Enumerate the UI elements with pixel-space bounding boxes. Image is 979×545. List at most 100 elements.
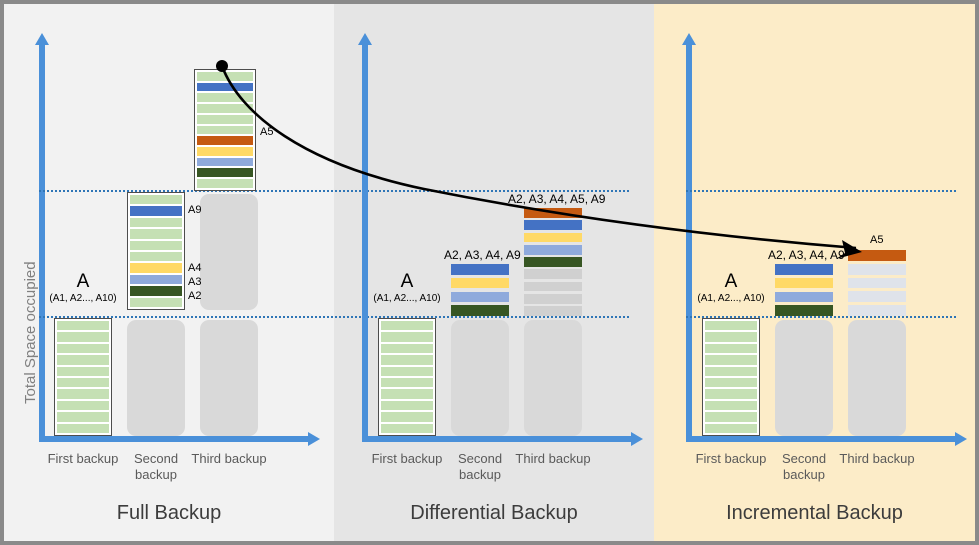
stack-segment-green bbox=[705, 355, 757, 365]
stack-segment-green bbox=[705, 332, 757, 342]
stack-segment-lgray bbox=[848, 277, 906, 289]
ghost-column bbox=[451, 320, 509, 436]
segment-label-a3: A3 bbox=[188, 276, 202, 288]
stack-segment-green bbox=[197, 93, 253, 103]
tick-label-first-backup: First backup bbox=[371, 451, 443, 466]
stack-segment-lgray bbox=[848, 263, 906, 275]
ghost-column bbox=[200, 320, 258, 436]
gridline-lower-panel-full bbox=[39, 316, 629, 318]
y-axis-panel-incremental bbox=[682, 33, 696, 442]
stack-segment-blue bbox=[130, 206, 182, 216]
tick-label-third-backup: Third backup bbox=[839, 451, 915, 466]
stack-segment-gray bbox=[524, 306, 582, 316]
stack-segment-green bbox=[381, 423, 433, 433]
p2-first-backup-column bbox=[702, 318, 760, 436]
dataset-label-a: A bbox=[400, 271, 414, 292]
stack-segment-green bbox=[705, 377, 757, 388]
stack-segment-yellow bbox=[524, 232, 582, 243]
tick-label-third-backup: Third backup bbox=[191, 451, 267, 466]
dataset-sublabel: (A1, A2..., A10) bbox=[697, 293, 765, 304]
stack-segment-green bbox=[197, 179, 253, 188]
tick-label-first-backup: First backup bbox=[695, 451, 767, 466]
x-axis-arrowhead-icon bbox=[631, 432, 643, 446]
stack-segment-gray bbox=[524, 293, 582, 304]
panel-title-full-backup: Full Backup bbox=[116, 502, 222, 524]
p2-second-backup-column bbox=[775, 264, 833, 316]
stack-segment-blue bbox=[775, 264, 833, 275]
dataset-sublabel: (A1, A2..., A10) bbox=[49, 293, 117, 304]
stack-segment-green bbox=[197, 125, 253, 135]
y-axis-panel-differential bbox=[358, 33, 372, 442]
stack-segment-ltblue bbox=[451, 291, 509, 303]
stack-segment-ltblue bbox=[130, 274, 182, 285]
column-top-label: A2, A3, A4, A5, A9 bbox=[508, 192, 606, 206]
dataset-sublabel: (A1, A2..., A10) bbox=[373, 293, 441, 304]
ghost-column bbox=[775, 320, 833, 436]
stack-segment-green bbox=[705, 389, 757, 399]
panel-title-differential-backup: Differential Backup bbox=[410, 502, 578, 524]
stack-segment-green bbox=[57, 377, 109, 388]
stack-segment-green bbox=[57, 400, 109, 411]
gridline-upper-panel-incremental bbox=[686, 190, 956, 192]
segment-label-a5: A5 bbox=[260, 126, 274, 138]
tick-label-second-backup: Second backup bbox=[781, 451, 827, 483]
stack-segment-gray bbox=[524, 281, 582, 292]
stack-segment-ltblue bbox=[775, 291, 833, 303]
p1-second-backup-column bbox=[451, 264, 509, 316]
gridline-lower-panel-incremental bbox=[686, 316, 956, 318]
stack-segment-green bbox=[130, 195, 182, 205]
stack-segment-green bbox=[57, 412, 109, 422]
stack-segment-orange bbox=[524, 208, 582, 218]
stack-segment-green bbox=[381, 412, 433, 422]
y-axis-arrowhead-icon bbox=[35, 33, 49, 45]
stack-segment-ltblue bbox=[197, 157, 253, 167]
p1-third-backup-column bbox=[524, 208, 582, 316]
stack-segment-dkgreen bbox=[130, 286, 182, 296]
stack-segment-orange bbox=[848, 250, 906, 261]
column-top-label: A2, A3, A4, A9 bbox=[768, 248, 845, 262]
stack-segment-green bbox=[57, 423, 109, 433]
ghost-column bbox=[524, 320, 582, 436]
segment-label-a2: A2 bbox=[188, 290, 202, 302]
stack-segment-green bbox=[57, 355, 109, 365]
stack-segment-lgray bbox=[848, 305, 906, 316]
x-axis-panel-differential bbox=[362, 432, 643, 446]
stack-segment-green bbox=[197, 114, 253, 124]
column-top-label-a5: A5 bbox=[870, 234, 884, 246]
stack-segment-green bbox=[705, 423, 757, 433]
stack-segment-green bbox=[705, 412, 757, 422]
stack-segment-green bbox=[57, 343, 109, 354]
ghost-column bbox=[127, 320, 185, 436]
segment-label-a4: A4 bbox=[188, 262, 202, 274]
tick-label-second-backup: Second backup bbox=[457, 451, 503, 483]
stack-segment-lgray bbox=[848, 291, 906, 303]
stack-segment-green bbox=[381, 332, 433, 342]
tick-label-first-backup: First backup bbox=[47, 451, 119, 466]
segment-label-a9: A9 bbox=[188, 204, 202, 216]
stack-segment-green bbox=[130, 229, 182, 239]
tick-label-third-backup: Third backup bbox=[515, 451, 591, 466]
stack-segment-yellow bbox=[197, 147, 253, 156]
stack-segment-green bbox=[381, 343, 433, 354]
stack-segment-yellow bbox=[130, 263, 182, 273]
stack-segment-green bbox=[57, 389, 109, 399]
stack-segment-dkgreen bbox=[451, 305, 509, 316]
y-axis-label: Total Space occupied bbox=[22, 261, 39, 404]
x-axis-arrowhead-icon bbox=[308, 432, 320, 446]
stack-segment-blue bbox=[451, 264, 509, 275]
dataset-label-a: A bbox=[76, 271, 90, 292]
stack-segment-yellow bbox=[775, 277, 833, 289]
stack-segment-green bbox=[57, 366, 109, 376]
stack-segment-green bbox=[197, 72, 253, 81]
y-axis-arrowhead-icon bbox=[682, 33, 696, 45]
stack-segment-green bbox=[381, 377, 433, 388]
stack-segment-gray bbox=[524, 269, 582, 280]
x-axis-arrowhead-icon bbox=[955, 432, 967, 446]
ghost-column bbox=[200, 194, 258, 310]
stack-segment-yellow bbox=[451, 277, 509, 289]
stack-segment-dkgreen bbox=[524, 257, 582, 267]
stack-segment-green bbox=[130, 217, 182, 228]
p1-first-backup-column bbox=[378, 318, 436, 436]
stack-segment-green bbox=[705, 321, 757, 331]
stack-segment-green bbox=[57, 321, 109, 331]
